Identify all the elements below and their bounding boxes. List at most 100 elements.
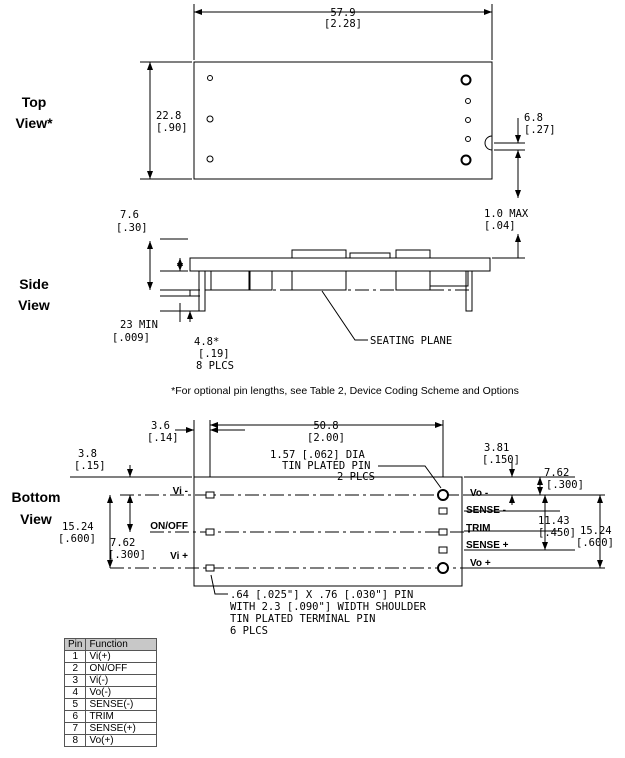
side-pin xyxy=(198,270,206,312)
table-cell-pin: 5 xyxy=(63,698,87,711)
dim-label: 3.8 xyxy=(78,448,97,460)
dim-label: [.150] xyxy=(482,454,520,466)
table-cell-pin: 3 xyxy=(63,674,87,687)
table-cell-pin: 7 xyxy=(63,722,87,735)
dim-label-seating-plane: SEATING PLANE xyxy=(370,335,452,347)
dim-label: [2.28] xyxy=(324,18,362,30)
side-component xyxy=(291,270,347,291)
dim-label: [2.00] xyxy=(307,432,345,444)
bottom-pin xyxy=(205,491,215,499)
view-titles: Top View* Side View Bottom View xyxy=(12,94,61,527)
side-component xyxy=(395,270,431,291)
top-pin-marker xyxy=(465,117,471,123)
table-cell-function: Vi(-) xyxy=(85,674,158,687)
dim-label: [.90] xyxy=(156,122,188,134)
bottom-pin xyxy=(205,528,215,536)
dim-label: [.14] xyxy=(147,432,179,444)
top-pin-marker xyxy=(460,74,472,86)
view-title-side: View xyxy=(18,297,50,313)
dim-label: 3.81 xyxy=(484,442,509,454)
table-cell-function: Vo(+) xyxy=(85,734,158,747)
dimension-labels: 57.9 [2.28] 22.8 [.90] 6.8 [.27] 1.0 MAX… xyxy=(58,7,614,637)
dim-label: [.30] xyxy=(116,222,148,234)
pin-label-left: Vi + xyxy=(170,551,188,562)
pin-label-left: Vi - xyxy=(173,486,188,497)
view-title-bottom: View xyxy=(20,511,52,527)
top-pin-marker xyxy=(465,136,471,142)
top-view-outline xyxy=(193,61,493,180)
side-component xyxy=(210,270,250,291)
dim-label: 1.0 MAX xyxy=(484,208,529,220)
view-title-top: View* xyxy=(15,115,53,131)
table-cell-pin: 8 xyxy=(63,734,87,747)
top-view xyxy=(140,4,525,198)
dim-label: [.19] xyxy=(198,348,230,360)
dim-label: 7.62 xyxy=(544,467,569,479)
dim-label: [.300] xyxy=(108,549,146,561)
dim-label: 7.62 xyxy=(110,537,135,549)
pin-length-note: *For optional pin lengths, see Table 2, … xyxy=(171,385,519,397)
top-pin-marker xyxy=(206,155,214,163)
dim-label: 22.8 xyxy=(156,110,181,122)
side-component xyxy=(349,252,391,259)
pin-label-right: SENSE + xyxy=(466,540,509,551)
top-pin-marker xyxy=(207,75,213,81)
table-cell-pin: 6 xyxy=(63,710,87,723)
pin-labels: Vi - ON/OFF Vi + Vo - SENSE - TRIM SENSE… xyxy=(150,486,508,569)
dim-label: 50.8 xyxy=(313,420,338,432)
dim-label: 15.24 xyxy=(580,525,612,537)
dim-label: [.15] xyxy=(74,460,106,472)
dim-label: 4.8* xyxy=(194,336,219,348)
dim-label: 23 MIN xyxy=(120,319,158,331)
side-component xyxy=(249,270,273,291)
dim-label: [.450] xyxy=(538,527,576,539)
table-cell-function: Vi(+) xyxy=(85,650,158,663)
dim-label: [.009] xyxy=(112,332,150,344)
bottom-pin-large xyxy=(437,562,449,574)
table-cell-function: TRIM xyxy=(85,710,158,723)
dim-label: TIN PLATED PIN xyxy=(282,460,371,472)
table-header-pin: Pin xyxy=(63,638,87,651)
dim-label: 11.43 xyxy=(538,515,570,527)
dim-label: 3.6 xyxy=(151,420,170,432)
dim-label: .64 [.025"] X .76 [.030"] PIN xyxy=(230,589,413,601)
table-cell-pin: 1 xyxy=(63,650,87,663)
table-cell-function: SENSE(-) xyxy=(85,698,158,711)
table-cell-pin: 2 xyxy=(63,662,87,675)
table-header-row: Pin Function xyxy=(63,638,158,651)
top-view-pins xyxy=(206,74,472,166)
dim-label: 2 PLCS xyxy=(337,471,375,483)
pin-label-right: Vo + xyxy=(470,558,491,569)
top-pin-marker xyxy=(206,115,214,123)
pin-label-right: TRIM xyxy=(466,523,490,534)
side-pin xyxy=(465,270,473,312)
dim-label: 6 PLCS xyxy=(230,625,268,637)
bottom-pin xyxy=(205,564,215,572)
dim-label: 57.9 xyxy=(330,7,355,19)
bottom-pin xyxy=(438,546,448,554)
bottom-pin xyxy=(438,528,448,536)
dim-label: [.27] xyxy=(524,124,556,136)
pin-label-right: Vo - xyxy=(470,488,488,499)
view-title-bottom: Bottom xyxy=(12,489,61,505)
dim-label: [.600] xyxy=(576,537,614,549)
top-pin-marker xyxy=(460,154,472,166)
bottom-pin xyxy=(438,507,448,515)
table-header-function: Function xyxy=(85,638,158,651)
dim-label: [.04] xyxy=(484,220,516,232)
dim-label: WITH 2.3 [.090"] WIDTH SHOULDER xyxy=(230,601,427,613)
bottom-view-pins xyxy=(205,489,449,574)
dim-label: 7.6 xyxy=(120,209,139,221)
dim-label: TIN PLATED TERMINAL PIN xyxy=(230,613,375,625)
bottom-view xyxy=(70,420,605,595)
side-view xyxy=(147,234,525,341)
view-title-top: Top xyxy=(22,94,47,110)
